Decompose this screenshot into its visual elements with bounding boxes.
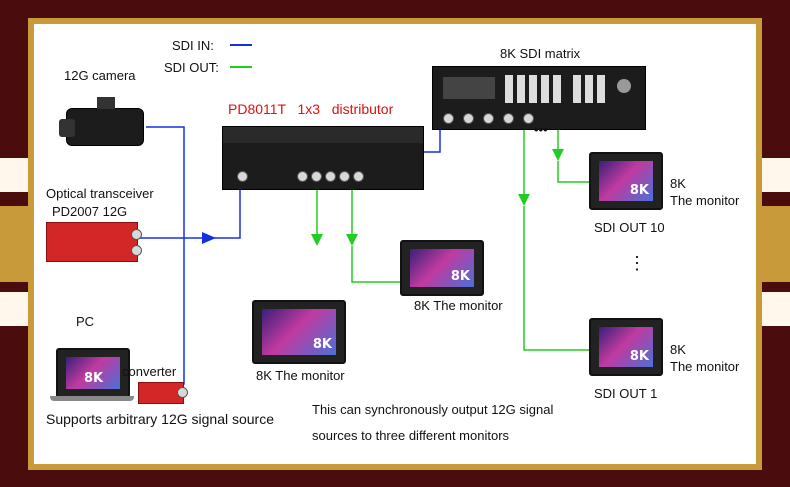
arrow-out-left <box>311 234 323 246</box>
laptop-device: 8K <box>56 348 130 398</box>
matrix-label: 8K SDI matrix <box>500 46 581 61</box>
monitor-left-label: 8K The monitor <box>256 368 345 383</box>
dist-to-matrix-line <box>424 124 441 153</box>
diagram-canvas: SDI IN: SDI OUT: 12G camera Optical tran… <box>34 24 756 464</box>
ellipsis-vertical: ⋮ <box>628 253 646 273</box>
converter-device <box>138 382 188 404</box>
monitor-out10-8k: 8K <box>670 176 686 191</box>
distributor-device <box>222 126 424 190</box>
sdi-out10-label: SDI OUT 10 <box>594 220 665 235</box>
camera-input-line <box>146 126 185 385</box>
sync-output-label-1: This can synchronously output 12G signal <box>312 402 554 417</box>
arbitrary-source-label: Supports arbitrary 12G signal source <box>46 411 274 427</box>
monitor-out10-label: The monitor <box>670 193 740 208</box>
optical-label-1: Optical transceiver <box>46 186 154 201</box>
monitor-center-tag: 8K <box>450 269 470 284</box>
converter-label: converter <box>122 364 177 379</box>
out1-mon-line <box>523 206 589 351</box>
distributor-label: PD8011T 1x3 distributor <box>228 101 394 117</box>
arrow-optical <box>202 232 216 244</box>
laptop-tag: 8K <box>84 371 104 386</box>
monitor-center: 8K <box>400 240 484 296</box>
sync-output-label-2: sources to three different monitors <box>312 428 510 443</box>
monitor-out10-tag: 8K <box>629 183 649 198</box>
monitor-left: 8K <box>252 300 346 364</box>
legend-in-label: SDI IN: <box>172 38 214 53</box>
camera-device <box>59 97 144 146</box>
monitor-out1: 8K <box>589 318 663 376</box>
out10-mon-line <box>557 161 589 183</box>
matrix-device <box>432 66 646 130</box>
arrow-out-center <box>346 234 358 246</box>
center-mon-line <box>351 246 400 283</box>
monitor-out1-label: The monitor <box>670 359 740 374</box>
matrix-more-ports: ••• <box>534 122 548 137</box>
optical-transceiver-device <box>46 222 142 262</box>
camera-label: 12G camera <box>64 68 136 83</box>
monitor-out1-8k: 8K <box>670 342 686 357</box>
monitor-out10: 8K <box>589 152 663 210</box>
monitor-center-label: 8K The monitor <box>414 298 503 313</box>
optical-label-2: PD2007 12G <box>52 204 128 219</box>
pc-label: PC <box>76 314 95 329</box>
arrow-out1 <box>518 194 530 206</box>
laptop-base <box>50 396 134 401</box>
sdi-out1-label: SDI OUT 1 <box>594 386 658 401</box>
legend-out-label: SDI OUT: <box>164 60 219 75</box>
monitor-out1-tag: 8K <box>629 349 649 364</box>
monitor-left-tag: 8K <box>312 337 332 352</box>
arrow-out10 <box>552 149 564 161</box>
